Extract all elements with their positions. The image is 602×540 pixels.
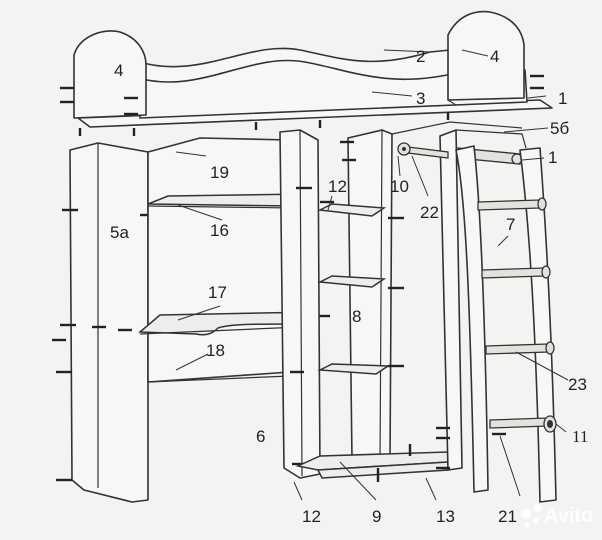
label-13: 13 <box>436 507 455 526</box>
label-2: 2 <box>416 47 425 66</box>
side-panel-5a <box>52 142 156 503</box>
label-22: 22 <box>420 203 439 222</box>
leader-7 <box>497 235 509 247</box>
ladder-rung-end-11-hole <box>547 420 553 428</box>
leader-16 <box>177 204 223 221</box>
leader-1-top <box>527 95 547 99</box>
bookcase-shelf-top <box>317 203 387 217</box>
leader-2 <box>383 49 431 53</box>
back-panel-18-bottom <box>147 375 291 383</box>
label-9: 9 <box>372 507 381 526</box>
label-23: 23 <box>568 375 587 394</box>
leader-12-upper <box>327 195 333 211</box>
ladder-rung-end <box>537 197 547 211</box>
ladder-rung <box>489 417 549 429</box>
ladder-rung <box>481 267 545 279</box>
ladder-rungs <box>477 197 557 433</box>
side-panel-5b-top <box>455 129 527 149</box>
leader-22 <box>411 155 429 197</box>
label-3: 3 <box>416 89 425 108</box>
bookcase-shelf-mid <box>317 275 387 288</box>
divider-panel-6 <box>279 129 321 479</box>
right-side-section <box>391 121 527 471</box>
plinth <box>295 444 449 482</box>
leader-1-rail <box>521 157 545 161</box>
leader-18 <box>175 353 209 371</box>
bookcase-side-edge <box>379 129 383 465</box>
label-16: 16 <box>210 221 229 240</box>
leader-12-lower <box>293 481 303 501</box>
label-6: 6 <box>256 427 265 446</box>
label-12-upper: 12 <box>328 177 347 196</box>
label-1-top: 1 <box>558 89 567 108</box>
label-17: 17 <box>208 283 227 302</box>
leader-19 <box>175 151 207 157</box>
ladder-rung <box>477 199 541 211</box>
watermark-dot-icon <box>521 509 531 519</box>
headboard-right-edge <box>447 99 457 106</box>
watermark-text: Avito <box>544 505 593 527</box>
leader-4-right <box>461 49 489 57</box>
leader-lines <box>175 49 569 501</box>
ladder-rung-end <box>541 265 551 279</box>
label-21: 21 <box>498 507 517 526</box>
label-4-right: 4 <box>490 47 499 66</box>
leader-9 <box>339 461 377 501</box>
part-labels: 4 2 4 3 1 5б 1 19 12 10 22 7 5a 16 17 8 … <box>110 47 588 526</box>
watermark-dot-icon <box>533 518 539 524</box>
leader-5b <box>503 127 549 133</box>
label-12-lower: 12 <box>302 507 321 526</box>
leader-10 <box>397 155 401 177</box>
rear-top-edge <box>391 121 523 135</box>
leader-13 <box>425 477 437 501</box>
side-panel-5a-face <box>69 142 149 503</box>
leader-23 <box>515 351 569 381</box>
ladder-7 <box>455 145 557 503</box>
label-5b: 5б <box>550 119 569 138</box>
desk-section <box>138 137 330 383</box>
label-11: 11 <box>572 427 588 446</box>
ladder-rung-end <box>545 341 555 355</box>
label-4-left: 4 <box>114 61 123 80</box>
leader-21 <box>499 435 521 497</box>
label-19: 19 <box>210 163 229 182</box>
watermark-dot-icon <box>524 522 530 528</box>
leader-3 <box>371 91 413 97</box>
label-5a: 5a <box>110 223 129 242</box>
leader-11 <box>555 423 567 433</box>
watermark-dot-icon <box>534 504 542 512</box>
label-18: 18 <box>206 341 225 360</box>
leader-17 <box>177 305 221 321</box>
label-10: 10 <box>390 177 409 196</box>
shelf-16-front <box>147 205 295 209</box>
bookcase-side <box>347 129 393 467</box>
bed-frame <box>60 10 553 136</box>
side-panel-5b <box>439 129 463 471</box>
desk-top-17-front <box>139 326 301 335</box>
rod-end-22-hole <box>402 147 406 151</box>
watermark: Avito <box>521 504 593 528</box>
label-8: 8 <box>352 307 361 326</box>
ladder-stringer-right <box>519 147 557 503</box>
label-7: 7 <box>506 215 515 234</box>
headboard-left <box>73 30 147 119</box>
bed-front-panel <box>137 59 528 119</box>
bookcase-shelf-low <box>317 363 391 375</box>
label-1-rail: 1 <box>548 148 557 167</box>
